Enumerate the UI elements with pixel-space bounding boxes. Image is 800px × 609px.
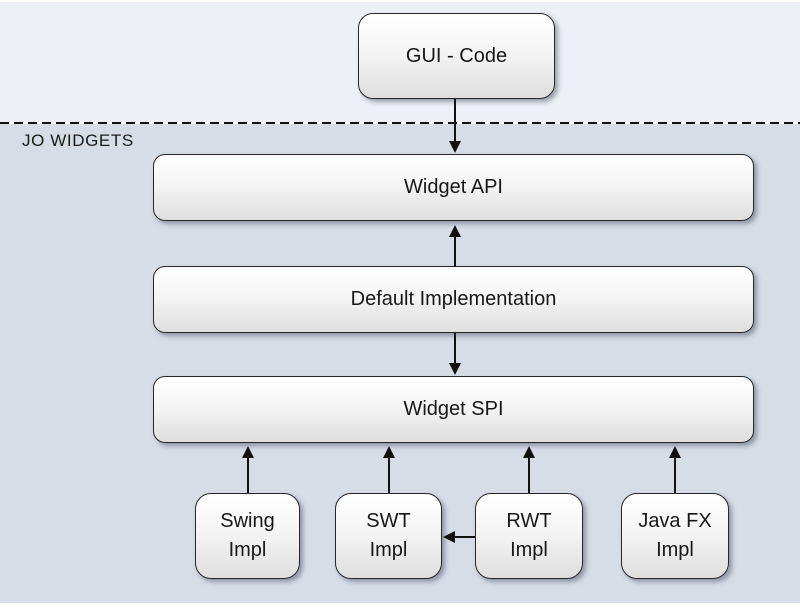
node-rwt-impl-label-line1: RWT bbox=[506, 510, 552, 532]
arrow-line bbox=[454, 333, 456, 363]
arrow-line bbox=[454, 237, 456, 267]
node-rwt-impl-label-line2: Impl bbox=[510, 539, 548, 561]
node-gui-code: GUI - Code bbox=[358, 13, 555, 99]
node-javafx-impl: Java FX Impl bbox=[621, 493, 729, 579]
node-swing-impl: Swing Impl bbox=[195, 493, 300, 579]
node-gui-code-label: GUI - Code bbox=[405, 44, 508, 67]
node-swing-impl-label-line2: Impl bbox=[228, 539, 267, 561]
arrow-head-down-icon bbox=[449, 363, 461, 375]
node-javafx-impl-label-line2: Impl bbox=[656, 539, 694, 561]
section-label: JO WIDGETS bbox=[22, 131, 134, 150]
node-swing-impl-label-line1: Swing bbox=[220, 510, 275, 532]
node-swt-impl-label-line1: SWT bbox=[366, 510, 411, 532]
arrow-head-down-icon bbox=[449, 141, 461, 153]
node-widget-spi-label: Widget SPI bbox=[403, 398, 504, 420]
arrow-head-up-icon bbox=[669, 446, 681, 458]
arrow-line bbox=[454, 99, 456, 143]
section-divider-dashed-line bbox=[0, 122, 800, 124]
arrow-line bbox=[388, 458, 390, 493]
node-default-implementation-label: Default Implementation bbox=[350, 288, 557, 310]
node-swt-impl-label-line2: Impl bbox=[369, 539, 408, 561]
node-swt-impl: SWT Impl bbox=[335, 493, 442, 579]
arrow-head-up-icon bbox=[383, 446, 395, 458]
arrow-line bbox=[247, 458, 249, 493]
arrow-head-up-icon bbox=[523, 446, 535, 458]
node-default-implementation: Default Implementation bbox=[153, 266, 754, 333]
node-widget-spi: Widget SPI bbox=[153, 376, 754, 443]
arrow-line bbox=[455, 536, 475, 538]
node-rwt-impl: RWT Impl bbox=[475, 493, 583, 579]
arrow-line bbox=[528, 458, 530, 493]
arrow-line bbox=[674, 458, 676, 493]
node-widget-api-label: Widget API bbox=[404, 176, 503, 198]
arrow-head-up-icon bbox=[449, 225, 461, 237]
arrow-head-up-icon bbox=[242, 446, 254, 458]
node-widget-api: Widget API bbox=[153, 154, 754, 221]
arrow-head-left-icon bbox=[443, 531, 455, 543]
node-javafx-impl-label-line1: Java FX bbox=[638, 510, 712, 532]
